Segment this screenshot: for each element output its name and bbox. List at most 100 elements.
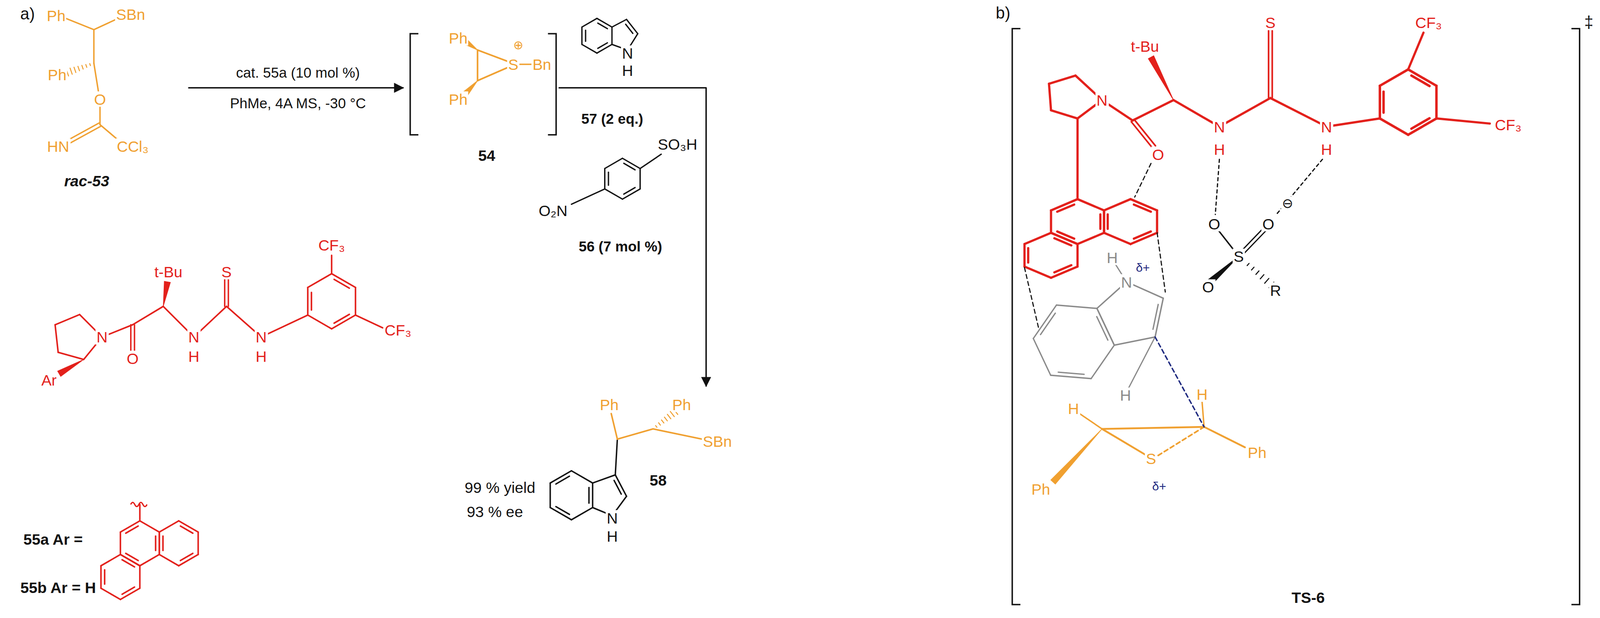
- ring-bond: [158, 531, 161, 555]
- double-bond-line: [1267, 30, 1270, 98]
- bond-line: [1128, 336, 1156, 388]
- compound-number: TS-6: [1290, 589, 1326, 606]
- ring-bond: [100, 554, 121, 566]
- bond-line: [355, 315, 383, 328]
- ring-bond: [604, 168, 606, 189]
- transition-state-mark: ‡: [1583, 14, 1595, 31]
- bond-line: [615, 438, 618, 475]
- double-bond-line: [1411, 118, 1430, 129]
- atom-label: HN: [46, 138, 71, 154]
- ring-bond: [1076, 243, 1079, 267]
- bond-line: [1270, 97, 1327, 127]
- stacking-dash: [1024, 267, 1039, 329]
- panel-label: b): [994, 5, 1012, 22]
- double-bond-line: [69, 126, 101, 144]
- ring-bond: [119, 531, 122, 555]
- atom-label: H: [1105, 249, 1119, 266]
- atom-label: N: [95, 329, 109, 345]
- hashed-bond: [667, 414, 671, 419]
- ring-bond: [100, 587, 121, 599]
- atom-label: O: [93, 91, 107, 107]
- atom-label: CF₃: [1414, 14, 1444, 31]
- ring-bond: [159, 554, 179, 566]
- double-bond-line: [1134, 119, 1156, 147]
- bond-line: [330, 255, 333, 274]
- ring-bond: [1056, 304, 1098, 309]
- atom-label: O: [125, 350, 140, 366]
- atom-label: H: [1319, 141, 1333, 157]
- hydrogen-bond: [1275, 159, 1323, 216]
- partial-charge: δ+: [1150, 479, 1167, 492]
- atom-label: H: [620, 62, 634, 79]
- double-bond-line: [584, 30, 587, 42]
- double-bond-line: [597, 23, 608, 29]
- atom-label: S: [507, 56, 520, 72]
- atom-label: Ph: [671, 396, 693, 412]
- double-bond-line: [67, 122, 100, 141]
- ring-bond: [1104, 199, 1131, 211]
- atom-label: O₂N: [537, 202, 569, 219]
- bond-line: [653, 428, 703, 440]
- double-bond-line: [1382, 91, 1385, 113]
- ring-bond: [1379, 69, 1409, 86]
- double-bond-line: [224, 278, 226, 306]
- double-bond-line: [103, 569, 106, 584]
- breaking-bond: [1158, 426, 1205, 456]
- hashed-bond: [658, 422, 661, 425]
- ring-bond: [354, 287, 357, 316]
- double-bond-line: [1271, 30, 1274, 98]
- bond-line: [1114, 336, 1156, 345]
- atom-label: SBn: [115, 6, 147, 22]
- bond-line: [261, 315, 308, 337]
- ring-bond: [604, 158, 623, 169]
- bond-line: [132, 305, 164, 325]
- charge-sign: ⊖: [1281, 196, 1295, 210]
- atom-label: t-Bu: [1129, 38, 1161, 54]
- double-bond-line: [125, 525, 139, 534]
- wavy-bond: [130, 502, 147, 506]
- ring-bond: [1024, 232, 1052, 244]
- bracket: [410, 33, 419, 135]
- charge-sign: ⊕: [512, 38, 525, 51]
- double-bond-line: [130, 324, 132, 350]
- ring-bond: [604, 188, 623, 200]
- atom-label: Ph: [46, 66, 68, 83]
- double-bond-line: [597, 42, 608, 49]
- atom-label: N: [605, 509, 619, 526]
- double-bond-line: [623, 187, 636, 194]
- bond-line: [63, 17, 94, 30]
- bond-line: [639, 154, 662, 169]
- bond-line: [1155, 297, 1164, 337]
- double-bond-line: [227, 278, 229, 306]
- atom-label: O: [1207, 215, 1222, 232]
- double-bond-line: [1057, 231, 1074, 239]
- bond-line: [1219, 97, 1271, 127]
- double-bond-line: [180, 552, 194, 561]
- atom-label: CF₃: [383, 321, 413, 338]
- bond-line: [139, 504, 141, 521]
- ring-bond: [197, 531, 200, 555]
- ring-bond: [1155, 210, 1158, 233]
- double-bond-line: [1026, 247, 1030, 262]
- ring-bond: [596, 44, 612, 54]
- double-bond-line: [1133, 204, 1151, 212]
- ring-bond: [639, 168, 641, 189]
- hashed-bond: [77, 66, 80, 71]
- atom-label: N: [1119, 274, 1133, 290]
- double-bond-line: [588, 486, 590, 503]
- hydrogen-bond: [1215, 159, 1220, 215]
- double-bond-line: [154, 535, 157, 550]
- atom-label: H: [254, 348, 268, 365]
- condition-text: PhMe, 4A MS, -30 °C: [228, 96, 367, 111]
- ring-bond: [306, 287, 309, 316]
- compound-number: 55a Ar =: [22, 531, 85, 547]
- bond-line: [1132, 99, 1174, 121]
- hashed-bond: [81, 65, 84, 69]
- atom-label: Ph: [1030, 481, 1052, 497]
- ring-bond: [1023, 243, 1026, 267]
- bracket: [548, 33, 557, 135]
- atom-label: Ph: [1246, 444, 1268, 460]
- ring-bond: [581, 18, 597, 28]
